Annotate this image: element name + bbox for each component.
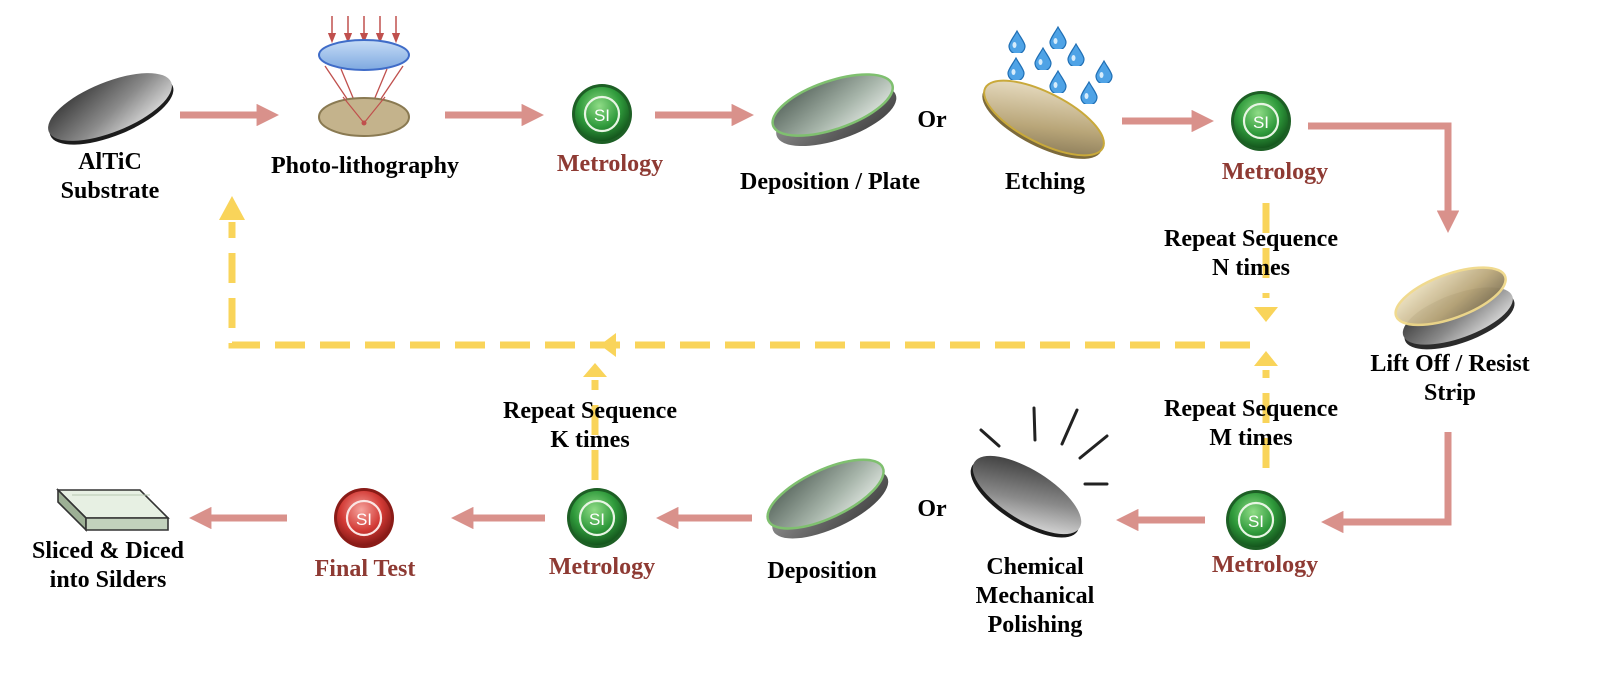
repeat-arrowheads <box>219 196 1278 377</box>
repeat-k-label: Repeat Sequence K times <box>503 398 677 453</box>
photolithography-label: Photo-lithography <box>270 153 459 179</box>
etched-wafer-icon <box>982 79 1105 159</box>
repeat-join-arrowhead <box>600 333 616 357</box>
or-label-2: Or <box>917 496 947 522</box>
coated-wafer-icon <box>766 458 889 539</box>
cmp-label: Chemical Mechanical Polishing <box>975 554 1095 638</box>
repeat-return-arrowhead <box>219 196 245 220</box>
si-green-icon <box>1224 488 1288 552</box>
substrate-label: AlTiC Substrate <box>60 149 160 204</box>
sliced-diced-label: Sliced & Diced into Silders <box>32 538 184 593</box>
si-red-icon <box>332 486 396 550</box>
etching-label: Etching <box>1004 169 1085 195</box>
coated-wafer-icon <box>771 73 897 147</box>
slider-block-icon <box>56 488 170 532</box>
si-green-icon <box>565 486 629 550</box>
metrology-label-4: Metrology <box>548 554 656 580</box>
or-label-1: Or <box>917 107 947 133</box>
deposition-plate-label: Deposition / Plate <box>740 169 920 195</box>
final-test-label: Final Test <box>314 556 416 582</box>
metrology-label-2: Metrology <box>1221 159 1329 185</box>
repeat-m-label: Repeat Sequence M times <box>1164 396 1338 451</box>
si-green-icon <box>570 82 634 146</box>
stacked-wafer-icon <box>1394 266 1515 350</box>
si-green-icon <box>1229 89 1293 153</box>
deposition-label: Deposition <box>767 558 877 584</box>
flow-arrows <box>180 103 1460 534</box>
repeat-n-label: Repeat Sequence N times <box>1164 226 1338 281</box>
repeat-m-arrowhead <box>1254 351 1278 366</box>
polishing-wafer-icon <box>970 406 1109 538</box>
repeat-loops <box>228 203 1270 480</box>
metrology-label-1: Metrology <box>556 151 664 177</box>
lens-light-icon <box>318 16 410 137</box>
flow-arrow <box>1321 432 1452 534</box>
repeat-n-arrowhead <box>1254 307 1278 322</box>
repeat-return-path <box>228 222 1250 349</box>
metrology-label-3: Metrology <box>1211 552 1319 578</box>
wafer-icon <box>48 73 174 145</box>
repeat-k-arrowhead <box>583 363 607 377</box>
lift-off-label: Lift Off / Resist Strip <box>1370 351 1530 406</box>
flow-arrow <box>1308 122 1460 233</box>
